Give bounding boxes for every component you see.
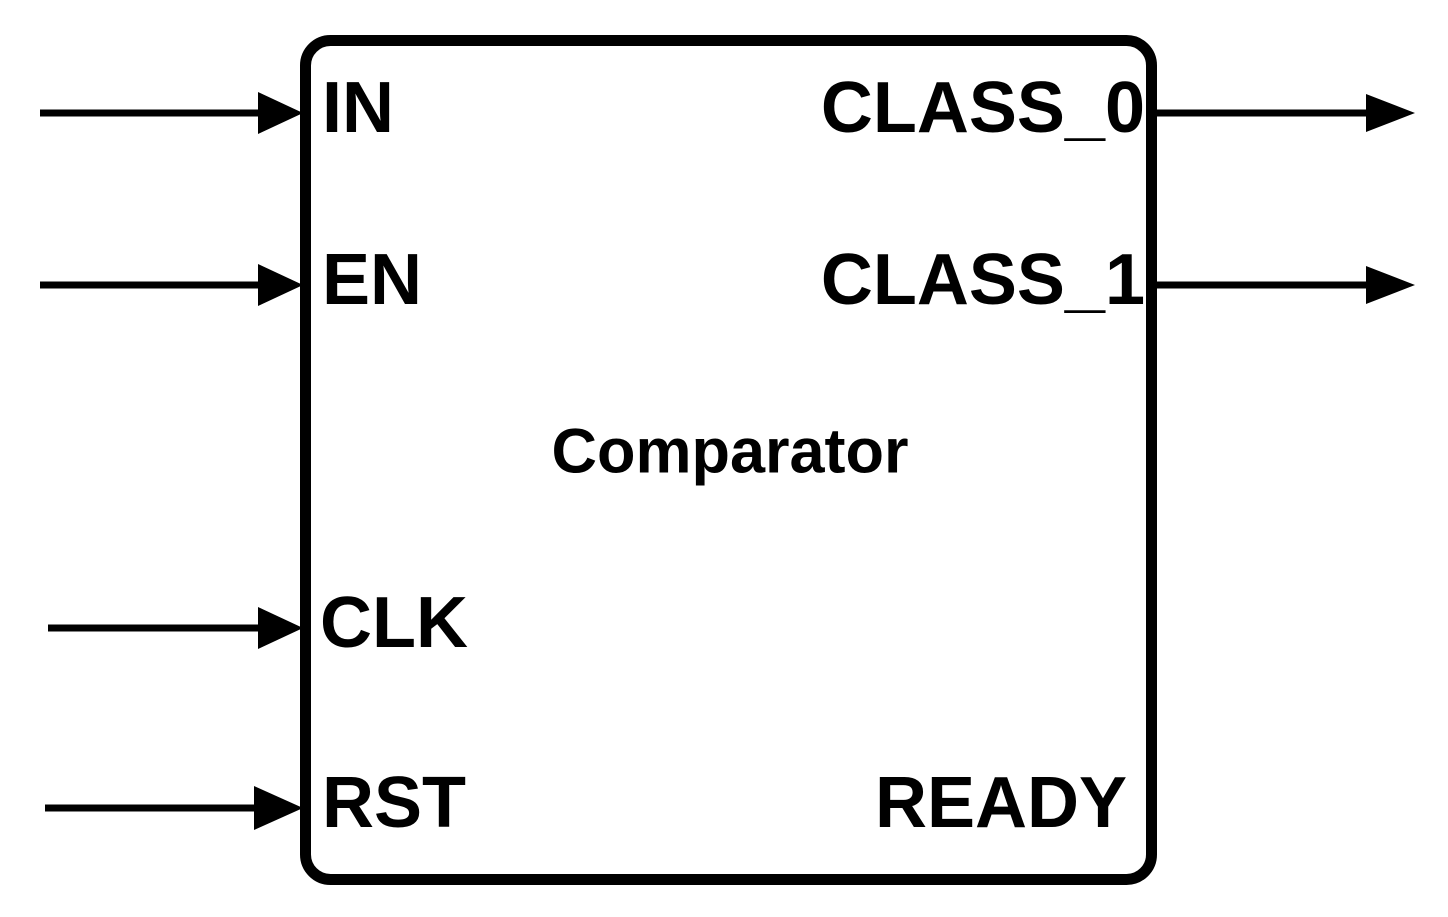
port-label-en: EN [322, 240, 422, 320]
arrow-head-icon-rst [254, 786, 303, 830]
arrow-head-icon-in [258, 92, 303, 134]
input-wire-in [40, 92, 303, 134]
port-label-class-0: CLASS_0 [821, 68, 1145, 148]
input-wires [40, 92, 303, 830]
output-wires [1157, 94, 1415, 304]
input-wire-en [40, 264, 303, 306]
input-wire-clk [48, 607, 303, 649]
port-label-rst: RST [322, 763, 466, 843]
block-title: Comparator [551, 417, 908, 487]
port-label-ready: READY [875, 763, 1127, 843]
port-label-clk: CLK [320, 583, 468, 663]
arrow-head-icon-clk [258, 607, 303, 649]
arrow-head-icon-class-0 [1366, 94, 1415, 132]
input-wire-rst [45, 786, 303, 830]
output-wire-class-1 [1157, 266, 1415, 304]
arrow-head-icon-class-1 [1366, 266, 1415, 304]
arrow-head-icon-en [258, 264, 303, 306]
output-wire-class-0 [1157, 94, 1415, 132]
port-label-in: IN [322, 68, 394, 148]
comparator-block[interactable] [300, 35, 1157, 885]
port-label-class-1: CLASS_1 [821, 240, 1145, 320]
